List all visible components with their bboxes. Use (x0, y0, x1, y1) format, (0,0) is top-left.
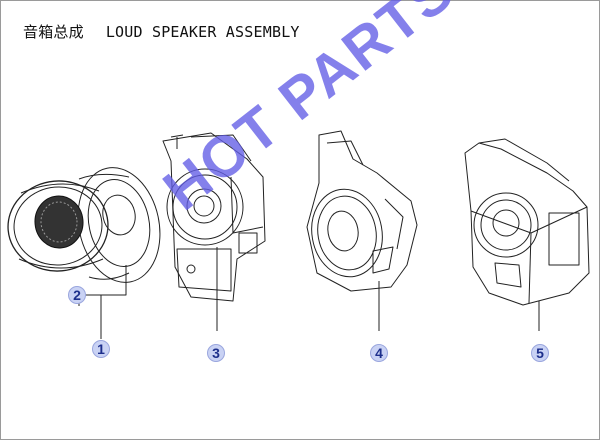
page-title: 音箱总成 LOUD SPEAKER ASSEMBLY (23, 21, 300, 42)
callout-1[interactable]: 1 (92, 340, 110, 358)
callout-4[interactable]: 4 (370, 344, 388, 362)
oval-speaker-drawing (7, 167, 161, 339)
callout-3[interactable]: 3 (207, 344, 225, 362)
callout-5[interactable]: 5 (531, 344, 549, 362)
title-english: LOUD SPEAKER ASSEMBLY (105, 23, 300, 41)
speaker-5-drawing (464, 138, 590, 331)
speaker-4-drawing (306, 130, 418, 331)
speaker-3-drawing (162, 132, 266, 331)
callout-2[interactable]: 2 (68, 286, 86, 304)
title-chinese: 音箱总成 (23, 23, 84, 41)
